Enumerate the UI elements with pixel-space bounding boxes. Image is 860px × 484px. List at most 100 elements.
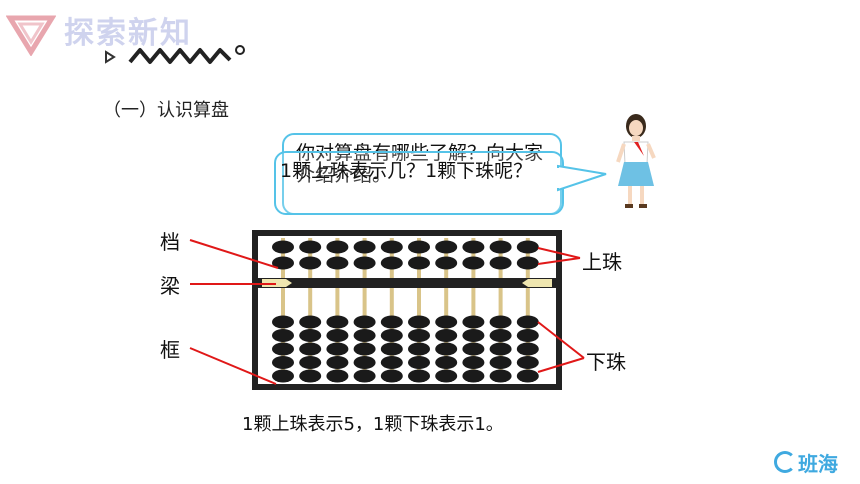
upper-bead[interactable] [489, 256, 512, 270]
label-lower-beads: 下珠 [586, 350, 626, 374]
lower-bead[interactable] [272, 369, 294, 383]
upper-bead[interactable] [353, 240, 376, 254]
brand-logo: 班海 [774, 448, 838, 477]
lower-bead[interactable] [408, 315, 430, 329]
lower-bead[interactable] [272, 329, 294, 342]
upper-bead[interactable] [408, 256, 430, 270]
bubble-tail-icon [556, 164, 607, 192]
lower-bead[interactable] [435, 369, 458, 383]
zigzag-decoration-icon [105, 45, 245, 64]
abacus-beam [258, 278, 556, 288]
upper-bead[interactable] [353, 256, 376, 270]
lower-bead[interactable] [299, 369, 322, 383]
lower-bead[interactable] [353, 315, 376, 329]
caption-text: 1颗上珠表示5，1颗下珠表示1。 [242, 414, 504, 435]
label-upper-beads: 上珠 [582, 250, 622, 274]
lower-bead[interactable] [408, 342, 430, 356]
abacus-rod [498, 238, 503, 382]
label-beam: 梁 [160, 274, 180, 298]
abacus-frame [252, 230, 562, 390]
upper-bead[interactable] [516, 240, 539, 254]
lower-bead[interactable] [489, 342, 512, 356]
lower-bead[interactable] [380, 342, 403, 356]
lower-bead[interactable] [516, 315, 539, 329]
bubble-question-back: 你对算盘有哪些了解？向大家介绍介绍。 [296, 142, 544, 186]
lower-bead[interactable] [326, 315, 349, 329]
lower-bead[interactable] [380, 356, 403, 369]
label-frame: 框 [160, 338, 180, 362]
lower-bead[interactable] [408, 369, 430, 383]
upper-bead[interactable] [299, 240, 322, 254]
abacus [252, 230, 562, 390]
brand-swirl-icon [774, 451, 796, 473]
abacus-rod [389, 238, 394, 382]
beam-right-marker [522, 279, 552, 287]
upper-bead[interactable] [272, 240, 294, 254]
section-heading: （一）认识算盘 [103, 100, 229, 121]
lower-bead[interactable] [489, 356, 512, 369]
lower-bead[interactable] [462, 369, 485, 383]
abacus-rod [362, 238, 367, 382]
lower-bead[interactable] [326, 356, 349, 369]
brand-name: 班海 [798, 452, 838, 476]
lower-bead[interactable] [489, 369, 512, 383]
lower-bead[interactable] [435, 329, 458, 342]
upper-bead[interactable] [380, 256, 403, 270]
abacus-rod [444, 238, 449, 382]
upper-bead[interactable] [380, 240, 403, 254]
lower-bead[interactable] [435, 356, 458, 369]
upper-bead[interactable] [272, 256, 294, 270]
label-rod: 档 [160, 230, 180, 254]
lower-bead[interactable] [299, 356, 322, 369]
lower-bead[interactable] [435, 342, 458, 356]
abacus-rod [308, 238, 313, 382]
lower-bead[interactable] [489, 315, 512, 329]
upper-bead[interactable] [462, 240, 485, 254]
lower-bead[interactable] [353, 356, 376, 369]
lower-bead[interactable] [272, 342, 294, 356]
upper-bead[interactable] [326, 256, 349, 270]
logo-triangle-icon [6, 15, 56, 56]
abacus-rod [525, 238, 530, 382]
upper-bead[interactable] [462, 256, 485, 270]
upper-bead[interactable] [435, 256, 458, 270]
lower-bead[interactable] [299, 342, 322, 356]
speech-bubble-front [274, 151, 564, 215]
lower-bead[interactable] [299, 315, 322, 329]
lower-bead[interactable] [326, 369, 349, 383]
abacus-rod [417, 238, 421, 382]
lower-bead[interactable] [353, 342, 376, 356]
lower-bead[interactable] [326, 342, 349, 356]
lower-bead[interactable] [353, 329, 376, 342]
lower-bead[interactable] [380, 315, 403, 329]
lower-bead[interactable] [408, 329, 430, 342]
lower-bead[interactable] [272, 315, 294, 329]
lower-bead[interactable] [353, 369, 376, 383]
lower-bead[interactable] [299, 329, 322, 342]
lower-bead[interactable] [462, 356, 485, 369]
girl-illustration [616, 114, 656, 208]
abacus-rod [335, 238, 340, 382]
lower-bead[interactable] [462, 342, 485, 356]
lower-bead[interactable] [516, 356, 539, 369]
upper-bead[interactable] [326, 240, 349, 254]
lower-bead[interactable] [435, 315, 458, 329]
upper-bead[interactable] [435, 240, 458, 254]
upper-bead[interactable] [408, 240, 430, 254]
lower-bead[interactable] [326, 329, 349, 342]
lower-bead[interactable] [489, 329, 512, 342]
lower-bead[interactable] [380, 329, 403, 342]
lower-bead[interactable] [462, 315, 485, 329]
lower-bead[interactable] [272, 356, 294, 369]
lower-bead[interactable] [408, 356, 430, 369]
lower-bead[interactable] [380, 369, 403, 383]
lower-bead[interactable] [462, 329, 485, 342]
upper-bead[interactable] [489, 240, 512, 254]
abacus-rod [281, 238, 285, 382]
lower-bead[interactable] [516, 342, 539, 356]
upper-bead[interactable] [516, 256, 539, 270]
upper-bead[interactable] [299, 256, 322, 270]
lower-bead[interactable] [516, 369, 539, 383]
lower-bead[interactable] [516, 329, 539, 342]
